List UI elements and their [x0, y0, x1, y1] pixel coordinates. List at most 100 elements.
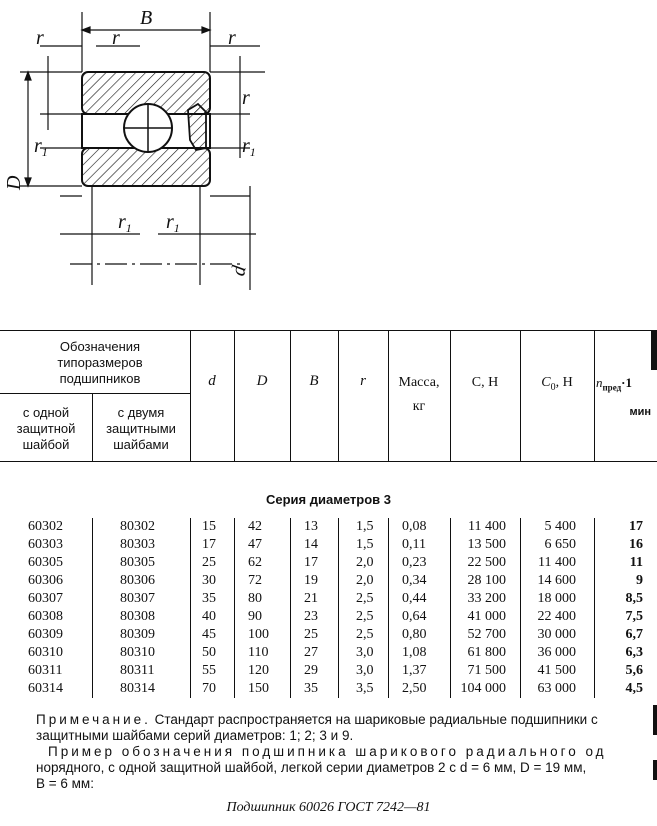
- cell-r: 1,5: [356, 519, 374, 534]
- cell-n: 6,3: [625, 645, 644, 660]
- note-text: Стандарт распространяется на шариковые р…: [36, 712, 598, 743]
- cell-r: 2,5: [356, 591, 374, 606]
- cell-r: 3,5: [356, 681, 374, 696]
- cell-C0: 11 400: [538, 555, 576, 570]
- cell-C: 52 700: [467, 627, 507, 642]
- cell-D: 72: [248, 573, 262, 588]
- cell-B: 14: [304, 537, 318, 552]
- cell-C0: 30 000: [537, 627, 577, 642]
- cell-two: 80303: [120, 537, 155, 552]
- label-r1-bottom-left: r1: [118, 211, 132, 235]
- label-r-top-mid: r: [112, 27, 120, 49]
- cell-C: 13 500: [467, 537, 507, 552]
- label-D: D: [3, 175, 25, 191]
- cell-B: 13: [304, 519, 318, 534]
- header-two-shields: с двумя защитными шайбами: [106, 405, 176, 452]
- dimension-lines: [20, 12, 265, 290]
- label-r1-right: r1: [242, 135, 256, 159]
- cell-one: 60311: [28, 663, 63, 678]
- bearing-section: [81, 71, 211, 187]
- cell-C0: 14 600: [537, 573, 577, 588]
- cell-mass: 0,64: [402, 609, 427, 624]
- cell-mass: 0,80: [402, 627, 427, 642]
- cell-n: 4,5: [625, 681, 644, 696]
- cell-one: 60306: [28, 573, 63, 588]
- cell-C: 104 000: [460, 681, 507, 696]
- cell-r: 2,5: [356, 627, 374, 642]
- header-C: C, Н: [471, 375, 499, 390]
- cell-two: 80310: [120, 645, 155, 660]
- header-d: d: [208, 373, 216, 389]
- cell-r: 2,5: [356, 609, 374, 624]
- cell-C: 11 400: [468, 519, 506, 534]
- note: Примечание. Стандарт распространяется на…: [36, 712, 651, 792]
- cell-C: 22 500: [467, 555, 507, 570]
- cell-r: 3,0: [356, 645, 374, 660]
- cell-d: 50: [202, 645, 216, 660]
- cell-n: 8,5: [625, 591, 644, 606]
- cell-B: 17: [304, 555, 318, 570]
- cell-one: 60310: [28, 645, 63, 660]
- cell-C: 41 000: [467, 609, 507, 624]
- cell-B: 19: [304, 573, 318, 588]
- cell-D: 150: [248, 681, 269, 696]
- cell-D: 62: [248, 555, 262, 570]
- cell-D: 120: [248, 663, 269, 678]
- cell-d: 17: [202, 537, 216, 552]
- header-D: D: [256, 373, 268, 389]
- label-r1-bottom-right: r1: [166, 211, 180, 235]
- cell-B: 27: [304, 645, 318, 660]
- cell-two: 80309: [120, 627, 155, 642]
- cell-r: 3,0: [356, 663, 374, 678]
- cell-n: 11: [629, 555, 643, 570]
- cell-B: 29: [304, 663, 318, 678]
- header-r: r: [360, 373, 366, 389]
- header-mass: Масса, кг: [398, 375, 440, 414]
- header-one-shield: с одной защитной шайбой: [16, 405, 76, 452]
- label-d: d: [227, 263, 251, 278]
- cell-d: 55: [202, 663, 216, 678]
- label-r-top-right: r: [228, 27, 236, 49]
- example-text: норядного, с одной защитной шайбой, легк…: [36, 760, 587, 775]
- cell-two: 80302: [120, 519, 155, 534]
- cell-mass: 0,08: [402, 519, 427, 534]
- cell-D: 100: [248, 627, 269, 642]
- example-tail: B = 6 мм:: [36, 776, 94, 791]
- cell-two: 80306: [120, 573, 155, 588]
- cell-n: 5,6: [625, 663, 644, 678]
- cell-two: 80314: [120, 681, 155, 696]
- bearing-drawing: B r r r r r1 r1 r1 r1 D d: [3, 7, 265, 290]
- cell-one: 60302: [28, 519, 63, 534]
- cell-mass: 0,23: [402, 555, 427, 570]
- cell-one: 60307: [28, 591, 63, 606]
- cell-D: 110: [248, 645, 269, 660]
- cell-n: 16: [629, 537, 643, 552]
- cell-C: 61 800: [467, 645, 507, 660]
- example-label: Пример обозначения подшипника шарикового…: [48, 744, 607, 759]
- header-B: B: [309, 373, 319, 389]
- header-n-limit: nпред·1 мин: [596, 375, 651, 418]
- cell-C0: 6 650: [544, 537, 577, 552]
- cell-r: 2,0: [356, 555, 374, 570]
- cell-n: 9: [636, 573, 643, 588]
- cell-D: 90: [248, 609, 262, 624]
- label-r-left: r: [36, 27, 44, 49]
- cell-C0: 36 000: [537, 645, 577, 660]
- cell-mass: 2,50: [402, 681, 427, 696]
- cell-two: 80305: [120, 555, 155, 570]
- cell-d: 15: [202, 519, 216, 534]
- cell-D: 80: [248, 591, 262, 606]
- cell-D: 42: [248, 519, 262, 534]
- cell-mass: 0,44: [402, 591, 427, 606]
- header-group-title: Обозначения типоразмеров подшипников: [57, 339, 143, 386]
- cell-C0: 22 400: [537, 609, 577, 624]
- cell-r: 2,0: [356, 573, 374, 588]
